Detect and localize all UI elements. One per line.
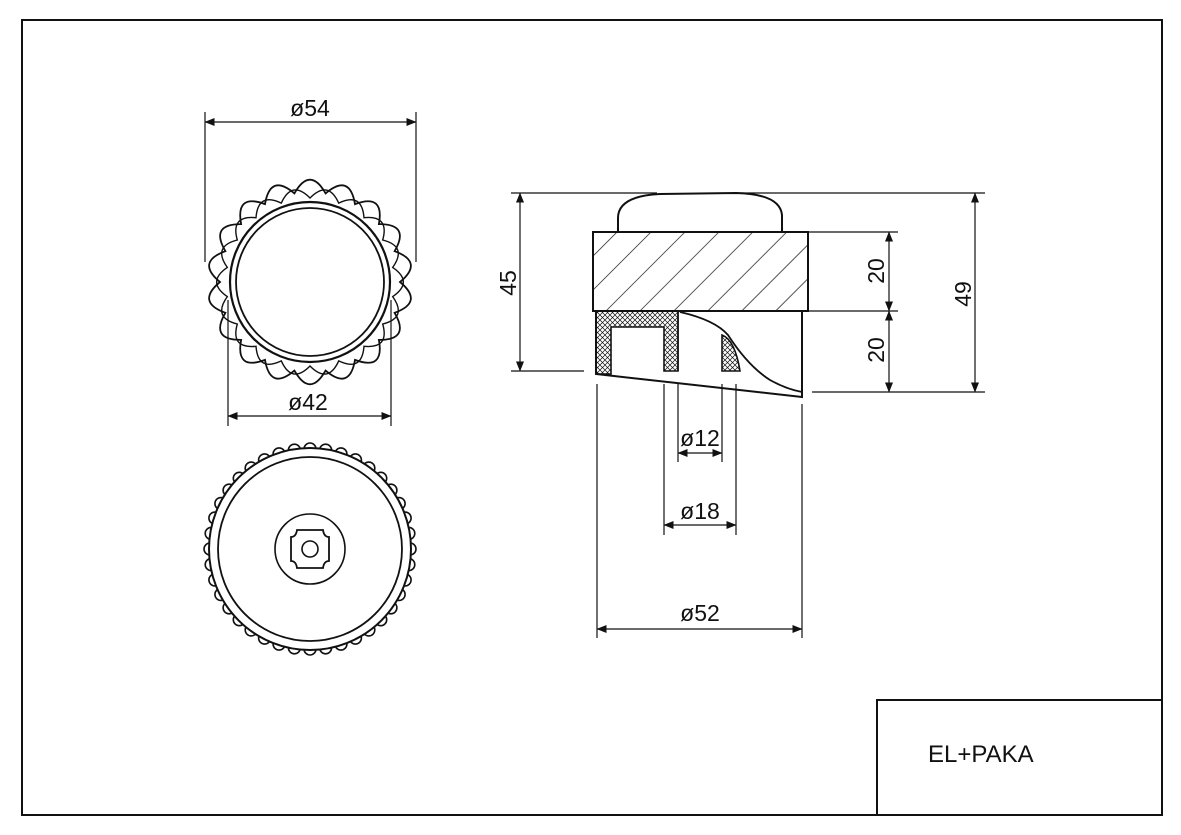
top-view-cap — [235, 207, 385, 357]
bottom-view-insert — [290, 529, 330, 569]
skirt-sweep-curve — [679, 311, 803, 393]
section-view — [592, 191, 809, 399]
scalloped-inner-rim — [215, 189, 405, 375]
upper-body-section — [592, 231, 809, 312]
dim-bore-dia: ø12 — [680, 425, 720, 451]
dim-insert-dia: ø18 — [680, 498, 720, 524]
scalloped-outer-rim — [208, 178, 412, 386]
insert-right-wall — [721, 333, 741, 372]
dim-total-height: 49 — [950, 281, 976, 307]
bottom-view-inner-circle — [217, 456, 403, 642]
dim-upper-height: 20 — [863, 258, 889, 284]
top-view — [208, 178, 412, 386]
section-view-dimensions — [511, 192, 985, 638]
bottom-view — [203, 442, 417, 656]
bottom-view-outer-circle — [208, 447, 412, 651]
title-block-label: EL+PAKA — [928, 741, 1034, 768]
bottom-view-hub — [274, 513, 346, 585]
top-view-dimensions — [204, 112, 417, 426]
sheet-border — [21, 19, 1163, 816]
dim-base-dia: ø52 — [680, 600, 720, 626]
dim-body-height: 45 — [495, 270, 521, 296]
dim-lower-height: 20 — [863, 337, 889, 363]
dim-inner-dia: ø42 — [288, 389, 328, 415]
top-view-ring — [228, 200, 392, 364]
bottom-view-bore — [301, 540, 319, 558]
dome-cap — [617, 191, 783, 233]
title-block: EL+PAKA — [876, 699, 1163, 816]
dim-outer-dia: ø54 — [290, 95, 330, 121]
